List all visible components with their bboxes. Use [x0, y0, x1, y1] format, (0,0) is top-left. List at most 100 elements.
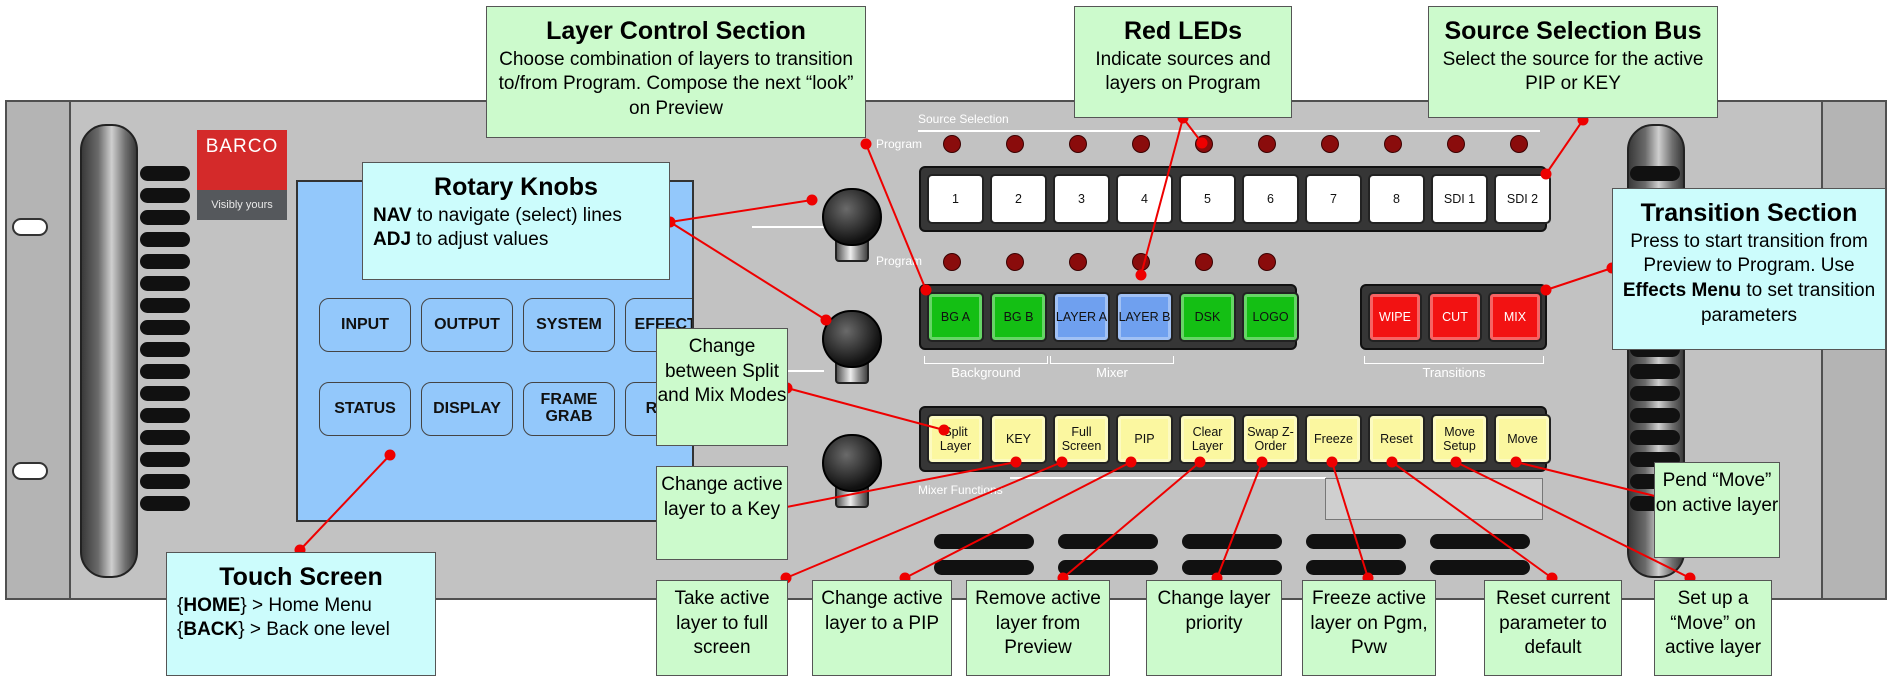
mixer-key-reset[interactable]: Reset — [1368, 414, 1425, 464]
mixer-key-pip[interactable]: PIP — [1116, 414, 1173, 464]
source-selection-rule — [918, 130, 1540, 132]
source-key-sdi-2[interactable]: SDI 2 — [1494, 174, 1551, 224]
transition-key-mix[interactable]: MIX — [1488, 292, 1542, 342]
touch-frame-grab-button[interactable]: FRAME GRAB — [523, 382, 615, 436]
vent-slot — [1182, 560, 1282, 575]
source-key-1[interactable]: 1 — [927, 174, 984, 224]
mixer-key-clear-layer[interactable]: Clear Layer — [1179, 414, 1236, 464]
vent-slot — [1430, 534, 1530, 549]
mixer-key-swap-z-order[interactable]: Swap Z-Order — [1242, 414, 1299, 464]
callout-layer-control-title: Layer Control Section — [546, 17, 806, 45]
rack-mount-hole — [12, 462, 48, 480]
source-key-sdi-1[interactable]: SDI 1 — [1431, 174, 1488, 224]
callout-key: Change active layer to a Key — [656, 466, 788, 560]
source-key-3[interactable]: 3 — [1053, 174, 1110, 224]
layer-key-logo[interactable]: LOGO — [1242, 292, 1299, 342]
source-key-8[interactable]: 8 — [1368, 174, 1425, 224]
knob-cap — [822, 434, 882, 492]
touch-output-button[interactable]: OUTPUT — [421, 298, 513, 352]
vent-slot — [140, 210, 190, 225]
vent-slot — [140, 430, 190, 445]
callout-source-bus-title: Source Selection Bus — [1444, 17, 1702, 45]
touch-display-button[interactable]: DISPLAY — [421, 382, 513, 436]
layer-key-layer-b[interactable]: LAYER B — [1116, 292, 1173, 342]
layer-key-bg-a[interactable]: BG A — [927, 292, 984, 342]
vent-slot — [1058, 560, 1158, 575]
transition-key-cut[interactable]: CUT — [1428, 292, 1482, 342]
program-led — [943, 253, 961, 271]
callout-rotary-nav-key: NAV — [373, 204, 412, 226]
layer-key-layer-a[interactable]: LAYER A — [1053, 292, 1110, 342]
program-led — [1510, 135, 1528, 153]
callout-touch-back-key: BACK — [183, 619, 239, 641]
transitions-bracket — [1364, 356, 1544, 364]
rack-handle-left — [80, 124, 138, 578]
program-label-mid: Program — [876, 254, 923, 268]
brand-tagline: Visibly yours — [197, 190, 287, 220]
callout-source-bus: Source Selection Bus Select the source f… — [1428, 6, 1718, 118]
program-led — [1069, 135, 1087, 153]
vent-slot — [934, 560, 1034, 575]
source-key-7[interactable]: 7 — [1305, 174, 1362, 224]
callout-layer-control-body: Choose combination of layers to transiti… — [498, 48, 854, 119]
program-led — [1384, 135, 1402, 153]
rotary-knob-nav[interactable] — [822, 188, 882, 268]
status-display-window — [1325, 478, 1543, 520]
vent-slot — [140, 342, 190, 357]
vent-slot — [1630, 430, 1680, 445]
rotary-knob[interactable] — [822, 434, 882, 514]
vent-slot — [140, 452, 190, 467]
callout-rotary-nav-text: to navigate (select) lines — [411, 204, 622, 226]
mixer-key-split-layer[interactable]: Split Layer — [927, 414, 984, 464]
touch-status-button[interactable]: STATUS — [319, 382, 411, 436]
layer-key-dsk[interactable]: DSK — [1179, 292, 1236, 342]
callout-rotary-adj-line: ADJ to adjust values — [373, 228, 659, 253]
vent-slot — [140, 496, 190, 511]
source-key-2[interactable]: 2 — [990, 174, 1047, 224]
callout-touch-back-text: > Back one level — [244, 619, 390, 641]
touch-system-button[interactable]: SYSTEM — [523, 298, 615, 352]
source-key-5[interactable]: 5 — [1179, 174, 1236, 224]
mixer-key-move-setup[interactable]: Move Setup — [1431, 414, 1488, 464]
vent-slot — [140, 188, 190, 203]
source-key-4[interactable]: 4 — [1116, 174, 1173, 224]
mixer-key-freeze[interactable]: Freeze — [1305, 414, 1362, 464]
rotary-knob-adj[interactable] — [822, 310, 882, 390]
callout-red-leds: Red LEDs Indicate sources and layers on … — [1074, 6, 1292, 118]
callout-transition-body-1: Press to start transition from Preview t… — [1630, 230, 1868, 277]
callout-transition-body-bold: Effects Menu — [1622, 279, 1742, 301]
layer-key-bg-b[interactable]: BG B — [990, 292, 1047, 342]
vent-slot — [140, 320, 190, 335]
vent-slot — [1630, 408, 1680, 423]
callout-transition-title: Transition Section — [1640, 199, 1858, 227]
transition-key-wipe[interactable]: WIPE — [1368, 292, 1422, 342]
background-bracket — [924, 356, 1048, 364]
mixer-functions-rule — [1010, 477, 1326, 479]
callout-move: Pend “Move” on active layer — [1654, 462, 1780, 558]
mixer-key-full-screen[interactable]: Full Screen — [1053, 414, 1110, 464]
callout-clear-layer: Remove active layer from Preview — [966, 580, 1110, 676]
rack-ear-left — [5, 100, 71, 600]
callout-transition-body-2: to set transition parameters — [1700, 279, 1876, 326]
callout-transition-section: Transition Section Press to start transi… — [1612, 188, 1886, 350]
program-led — [1069, 253, 1087, 271]
callout-red-leds-title: Red LEDs — [1123, 17, 1243, 45]
rack-mount-hole — [12, 218, 48, 236]
program-led — [1132, 135, 1150, 153]
mixer-key-move[interactable]: Move — [1494, 414, 1551, 464]
vent-slot — [140, 232, 190, 247]
callout-touch-back-line: {BACK} > Back one level — [177, 619, 390, 641]
callout-rotary-nav-line: NAV to navigate (select) lines — [373, 204, 659, 229]
touch-input-button[interactable]: INPUT — [319, 298, 411, 352]
transitions-group-label: Transitions — [1422, 365, 1486, 380]
callout-touch-home-key: HOME — [183, 594, 241, 616]
mixer-bracket — [1050, 356, 1174, 364]
vent-slot — [1630, 364, 1680, 379]
brand-name: BARCO — [205, 136, 279, 157]
source-key-6[interactable]: 6 — [1242, 174, 1299, 224]
callout-reset: Reset current parameter to default — [1484, 580, 1622, 676]
vent-slot — [1430, 560, 1530, 575]
